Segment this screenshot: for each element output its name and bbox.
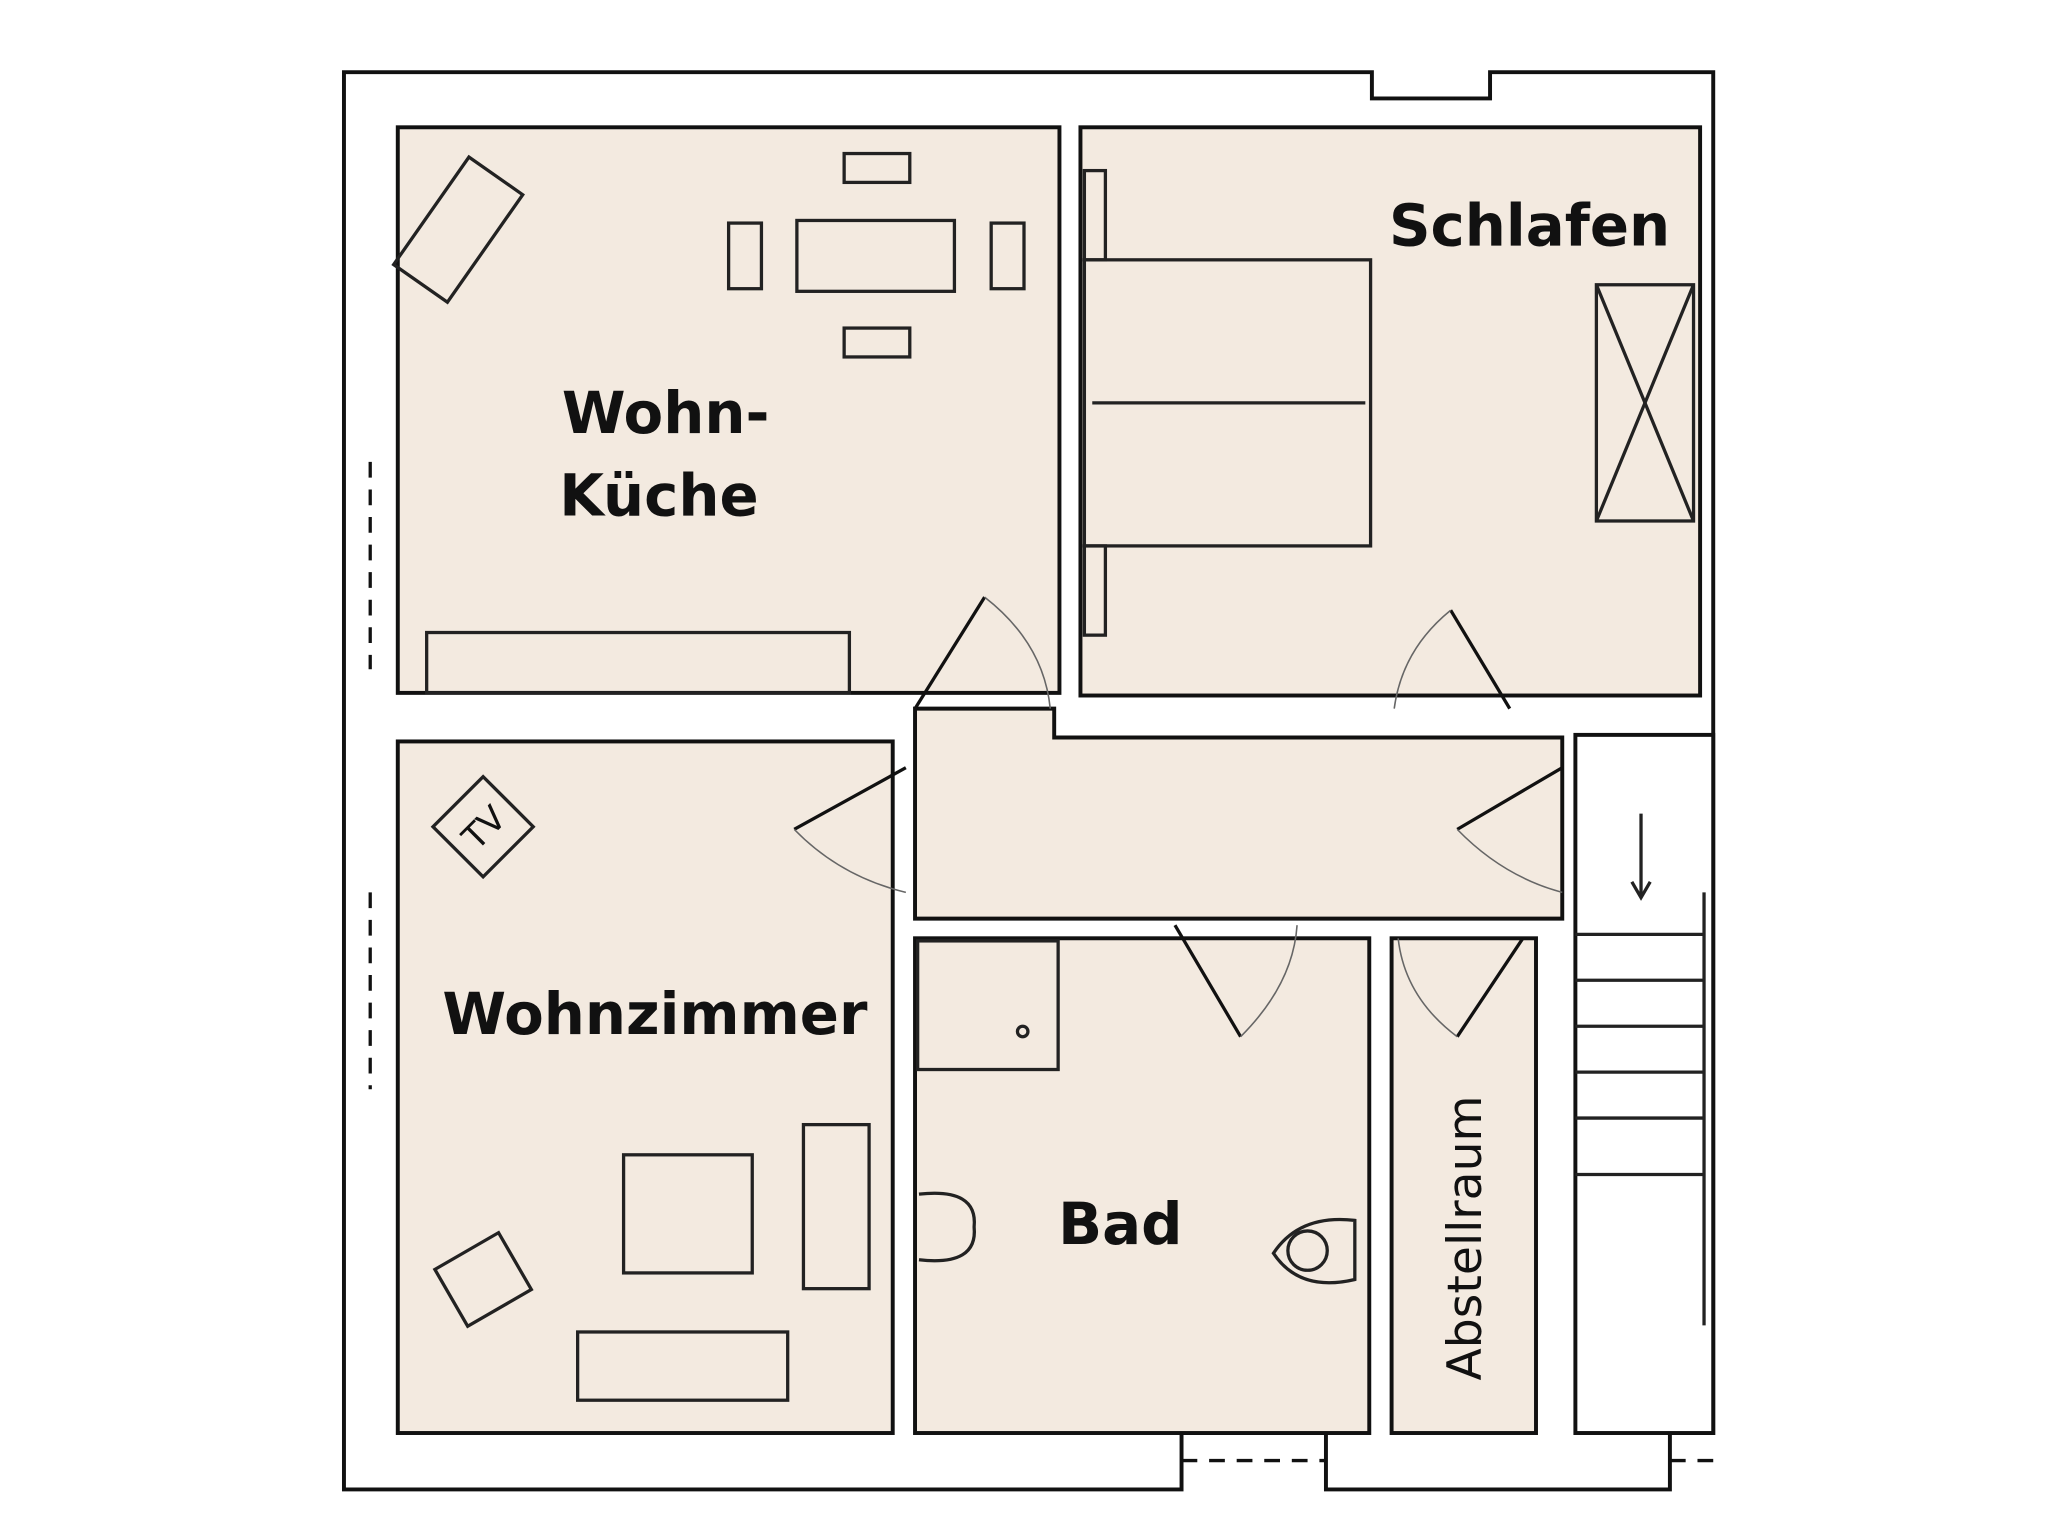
chair bbox=[842, 151, 912, 185]
shower bbox=[916, 939, 1060, 1072]
room-label-bath: Bad bbox=[1058, 1190, 1182, 1258]
nightstand bbox=[1082, 544, 1108, 637]
room-label-kitchen-2: Küche bbox=[559, 462, 758, 530]
bed bbox=[1082, 258, 1373, 548]
door-storage[interactable] bbox=[1397, 937, 1525, 1038]
dining-table bbox=[795, 218, 957, 293]
kitchen-counter bbox=[391, 154, 525, 305]
door-storage-hall[interactable] bbox=[1456, 766, 1564, 894]
armchair bbox=[432, 1230, 534, 1329]
room-label-kitchen-1: Wohn- bbox=[562, 379, 770, 447]
chair bbox=[726, 221, 764, 291]
armchair bbox=[621, 1153, 754, 1275]
room-hallway bbox=[913, 706, 1565, 921]
chair bbox=[989, 221, 1026, 291]
sink bbox=[918, 1191, 976, 1263]
toilet bbox=[1271, 1217, 1357, 1285]
door-bedroom[interactable] bbox=[1393, 609, 1512, 710]
wardrobe bbox=[1594, 283, 1696, 523]
room-label-bedroom: Schlafen bbox=[1389, 191, 1670, 259]
door-kitchen[interactable] bbox=[913, 596, 1052, 710]
room-abstellraum bbox=[1389, 936, 1538, 1435]
room-label-storage: Abstellraum bbox=[1438, 1095, 1493, 1380]
stairwell bbox=[1573, 732, 1716, 1435]
sideboard bbox=[425, 630, 852, 695]
door-bath[interactable] bbox=[1173, 924, 1298, 1038]
sofa bbox=[801, 1122, 871, 1291]
room-label-living: Wohnzimmer bbox=[442, 980, 868, 1048]
room-bad bbox=[913, 936, 1372, 1435]
staircase bbox=[1575, 813, 1706, 1326]
sofa bbox=[576, 1330, 790, 1402]
drain bbox=[1015, 1024, 1030, 1039]
door-living[interactable] bbox=[793, 766, 907, 894]
chair bbox=[842, 326, 912, 359]
